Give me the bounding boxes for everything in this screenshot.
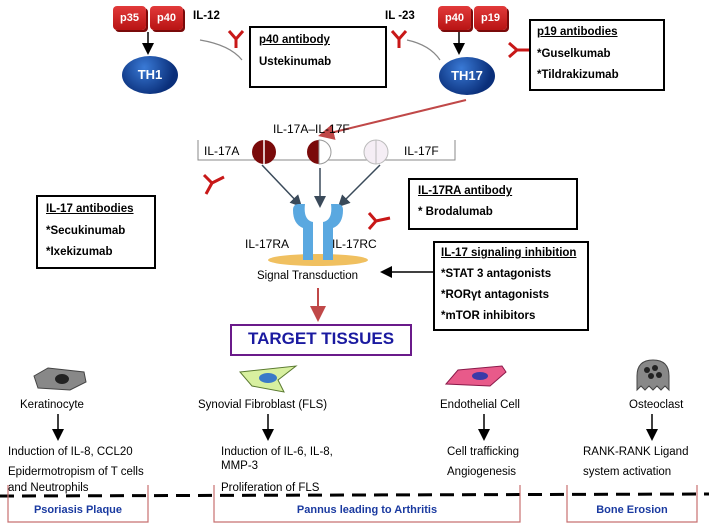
il12-label: IL-12 <box>193 10 220 22</box>
il17-receptor-icon <box>268 204 368 266</box>
keratinocyte-effect-3: and Neutrophils <box>8 482 89 494</box>
keratinocyte-effect-1: Induction of IL-8, CCL20 <box>8 446 133 458</box>
antibody-icon <box>202 173 225 195</box>
endothelial-cell-icon <box>444 365 507 387</box>
p40-antibody-box: p40 antibody Ustekinumab <box>249 26 387 88</box>
il17a-label: IL-17A <box>204 144 240 158</box>
il17f-dimer-icon <box>363 139 389 165</box>
secukinumab-label: *Secukinumab <box>46 225 126 237</box>
fls-effect-2: MMP-3 <box>221 460 259 472</box>
th17-cell: TH17 <box>439 57 495 95</box>
antibody-icon <box>227 30 245 48</box>
il17f-label: IL-17F <box>404 144 439 158</box>
p35-subunit: p35 <box>113 6 146 30</box>
il17a-il17f-label: IL-17A–IL-17F <box>273 122 350 136</box>
stat3-antagonists-label: *STAT 3 antagonists <box>441 268 552 280</box>
p19-subunit: p19 <box>474 6 507 30</box>
ustekinumab-label: Ustekinumab <box>259 56 332 68</box>
outcome-pannus-arthritis: Pannus leading to Arthritis <box>296 504 438 516</box>
keratinocyte-effect-2: Epidermotropism of T cells <box>8 466 144 478</box>
ror-antagonists-label: *RORγt antagonists <box>441 289 549 301</box>
endothelial-label: Endothelial Cell <box>440 399 520 411</box>
antibody-icon <box>390 30 408 48</box>
ixekizumab-label: *Ixekizumab <box>46 246 113 258</box>
il17ra-antibody-title: IL-17RA antibody <box>418 185 513 197</box>
keratinocyte-icon <box>33 367 87 391</box>
outcome-psoriasis-plaque: Psoriasis Plaque <box>33 504 123 516</box>
guselkumab-label: *Guselkumab <box>537 48 611 60</box>
il17a-dimer-icon <box>252 140 276 164</box>
osteoclast-label: Osteoclast <box>629 399 684 411</box>
osteoclast-effect-2: system activation <box>583 466 672 478</box>
fls-effect-1: Induction of IL-6, IL-8, <box>221 446 333 458</box>
il17a-il17f-dimer-icon <box>307 139 332 165</box>
p40-subunit: p40 <box>150 6 183 30</box>
endothelial-effect-2: Angiogenesis <box>447 466 517 478</box>
mtor-inhibitors-label: *mTOR inhibitors <box>441 310 536 322</box>
il17-signaling-inhibition-box: IL-17 signaling inhibition *STAT 3 antag… <box>433 241 589 331</box>
p40-antibody-title: p40 antibody <box>259 34 330 46</box>
il17-antibodies-title: IL-17 antibodies <box>46 203 134 215</box>
il17-antibodies-box: IL-17 antibodies *Secukinumab *Ixekizuma… <box>36 195 156 269</box>
p19-antibodies-box: p19 antibodies *Guselkumab *Tildrakizuma… <box>529 19 665 91</box>
il17-signaling-inhibition-title: IL-17 signaling inhibition <box>441 247 577 259</box>
fls-effect-3: Proliferation of FLS <box>221 482 320 494</box>
tildrakizumab-label: *Tildrakizumab <box>537 69 619 81</box>
il17rc-receptor-label: IL-17RC <box>332 237 377 251</box>
th1-cell: TH1 <box>122 56 178 94</box>
antibody-icon <box>367 212 391 230</box>
endothelial-effect-1: Cell trafficking <box>447 446 520 458</box>
il17ra-receptor-label: IL-17RA <box>245 237 290 251</box>
keratinocyte-label: Keratinocyte <box>20 399 84 411</box>
osteoclast-effect-1: RANK-RANK Ligand <box>583 446 689 458</box>
fls-label: Synovial Fibroblast (FLS) <box>198 399 328 411</box>
signal-transduction-label: Signal Transduction <box>257 270 359 282</box>
p40-subunit-il23: p40 <box>438 6 471 30</box>
antibody-icon <box>508 41 529 59</box>
il17ra-antibody-box: IL-17RA antibody * Brodalumab <box>408 178 578 230</box>
p19-antibodies-title: p19 antibodies <box>537 26 618 38</box>
il23-label: IL -23 <box>385 10 415 22</box>
outcome-bone-erosion: Bone Erosion <box>596 504 668 516</box>
brodalumab-label: * Brodalumab <box>418 206 493 218</box>
osteoclast-icon <box>636 359 670 392</box>
synovial-fibroblast-icon <box>239 365 298 393</box>
target-tissues-box: TARGET TISSUES <box>230 324 412 356</box>
